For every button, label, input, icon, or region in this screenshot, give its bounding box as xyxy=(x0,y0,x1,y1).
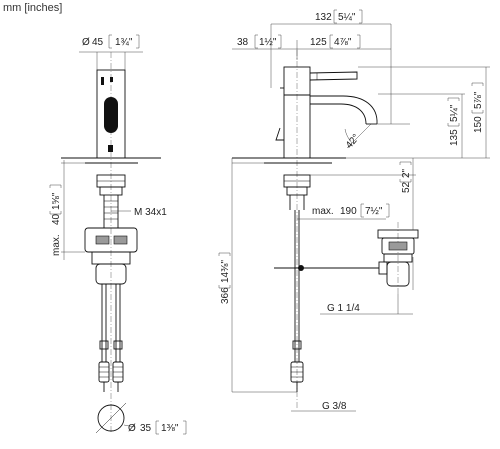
side-drain-body xyxy=(386,261,410,287)
dim-body-offset-inch: 1½" xyxy=(259,37,277,48)
dim-thread: M 34x1 xyxy=(134,207,167,218)
front-drain-body xyxy=(95,263,127,285)
side-spout-top xyxy=(310,95,378,125)
front-base-mark xyxy=(108,145,113,152)
dim-hole-diameter-mm: 35 xyxy=(140,423,152,434)
dim-hole-diameter-inch: 1⅜" xyxy=(161,423,179,434)
dim-max-rod-mm: 190 xyxy=(340,206,357,217)
dim-body-offset-mm: 38 xyxy=(237,37,249,48)
dim-max-deck-mm: 40 xyxy=(51,213,62,225)
dim-spout-reach-mm: 125 xyxy=(310,37,327,48)
dim-max-deck-inch: 1⅝" xyxy=(51,192,62,210)
dim-top-diameter-inch: 1¾" xyxy=(115,37,133,48)
dim-total-length-inch: 14⅜" xyxy=(220,260,231,283)
side-rod-clip xyxy=(298,265,304,271)
dim-height-total-inch: 5⅞" xyxy=(473,91,484,109)
units-label: mm [inches] xyxy=(3,2,63,14)
side-view: 42° 132 5¼" xyxy=(218,9,490,412)
front-outlet xyxy=(104,97,118,133)
dim-total-length-mm: 366 xyxy=(220,287,231,304)
dim-below-deck-mm: 52 xyxy=(401,181,412,193)
dim-hole-diameter-prefix: Ø xyxy=(128,423,136,434)
dim-reach-total-mm: 132 xyxy=(315,12,332,23)
hole-detail-circle xyxy=(97,404,125,432)
front-lever-indicator xyxy=(101,77,104,85)
dim-supply-thread: G 3/8 xyxy=(322,401,347,412)
dim-max-rod-inch: 7½" xyxy=(365,206,383,217)
dim-height-outlet-mm: 135 xyxy=(449,129,460,146)
side-lever xyxy=(309,71,358,81)
dim-height-total-mm: 150 xyxy=(473,116,484,133)
dim-height-outlet-inch: 5¼" xyxy=(448,104,460,122)
dim-spout-reach-inch: 4⅞" xyxy=(334,37,352,48)
dim-below-deck-inch: 2" xyxy=(401,168,412,178)
dim-waste-thread: G 1 1/4 xyxy=(327,303,360,314)
front-indicator-dot xyxy=(110,77,113,82)
side-spout-bottom xyxy=(310,103,367,125)
dim-top-diameter-mm: 45 xyxy=(92,37,104,48)
dim-top-diameter-prefix: Ø xyxy=(82,37,90,48)
dim-max-rod-prefix: max. xyxy=(312,206,334,217)
dim-reach-total-inch: 5¼" xyxy=(338,11,356,23)
front-view: Ø 45 1¾" max. 40 1⅝" M 34x1 Ø 35 1⅜" xyxy=(49,34,187,435)
dim-max-deck-prefix: max. xyxy=(51,234,62,256)
